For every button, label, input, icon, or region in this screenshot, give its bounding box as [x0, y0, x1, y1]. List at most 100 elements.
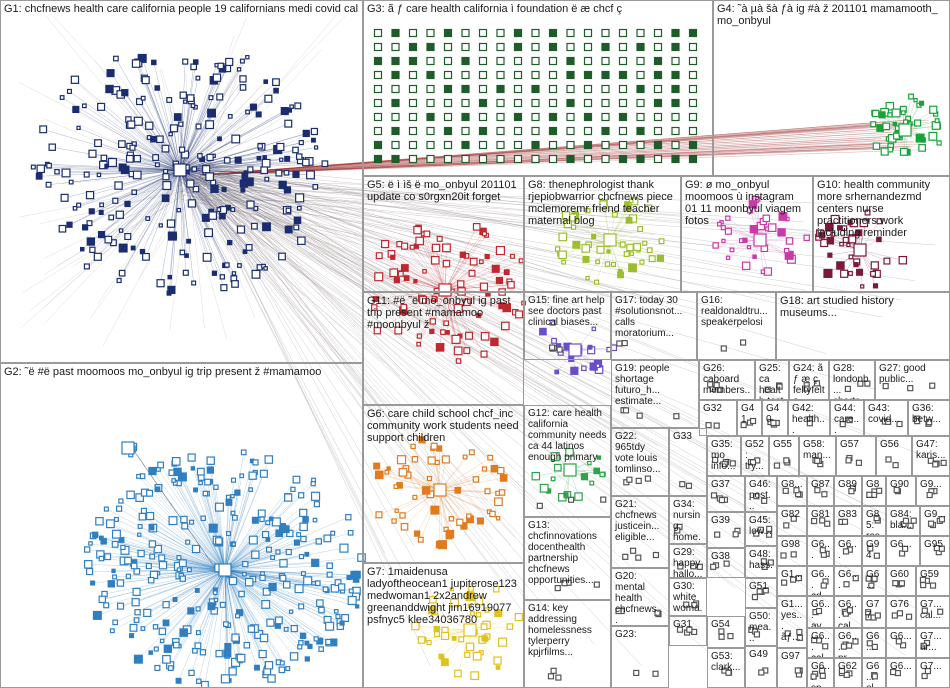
- group-label: G89: [838, 479, 858, 490]
- group-label: G26: caboard members...: [703, 363, 751, 400]
- group-box-g23: G23:: [611, 626, 669, 688]
- group-box-g7: G7: 1maidenusa ladyoftheocean1 jupiteros…: [363, 563, 524, 688]
- group-label: G90: [890, 479, 912, 490]
- group-label: G16: realdonaldtru... speakerpelosi: [701, 295, 772, 328]
- group-box-g77: G77: [862, 596, 886, 628]
- group-box-g42: G42: health...: [788, 400, 830, 436]
- group-box-g28: G28: londonb... charts: [829, 360, 875, 400]
- group-box-g83: G83: [834, 506, 862, 536]
- group-label: G36: betw...: [912, 403, 946, 425]
- group-label: G20: mental health chcfnews...: [615, 571, 665, 626]
- group-box-g57: G57: [836, 436, 876, 476]
- group-label: G82: [781, 509, 803, 520]
- group-box-g8a: G8...: [862, 476, 886, 506]
- group-label: G6... cd...: [811, 569, 830, 596]
- group-label: G8: thenephrologist thank rjepiobwarrior…: [528, 179, 677, 227]
- node: [596, 364, 599, 367]
- group-label: G32: [703, 403, 733, 414]
- group-box-g85: G85: res...: [862, 506, 886, 536]
- group-box-g29: G29: happy hallo...: [669, 544, 707, 578]
- group-box-g30: G30: white woma...: [669, 578, 707, 616]
- group-label: G6... pr...: [838, 631, 858, 658]
- group-label: G19: people shortage futuro_h... estimat…: [615, 363, 695, 407]
- group-label: G8...: [866, 479, 882, 501]
- group-label: G18: art studied history museums...: [780, 295, 946, 319]
- group-label: G50: mea...: [749, 611, 773, 644]
- group-box-g7a: G7... cal...: [916, 596, 950, 628]
- group-label: G54: [711, 619, 741, 630]
- group-label: G2: ˜ë #ë past moomoos mo_onbyul ig trip…: [4, 366, 359, 378]
- group-label: G6... el...: [866, 661, 882, 688]
- group-box-g81: G81: [807, 506, 834, 536]
- group-box-g45: G45: low...: [745, 512, 777, 546]
- group-label: G23:: [615, 629, 665, 640]
- group-label: G15: fine art help see doctors past clin…: [528, 295, 607, 328]
- group-label: G7...: [920, 661, 946, 672]
- group-box-g55: G55: [769, 436, 799, 476]
- group-label: G25: ca health test 50...: [759, 363, 785, 400]
- group-label: G6...: [890, 661, 912, 672]
- group-box-g52: G52: try...: [741, 436, 769, 476]
- group-label: G6... ay...: [811, 599, 830, 628]
- group-box-g39: G39: [707, 512, 745, 548]
- group-box-g26: G26: caboard members...: [699, 360, 755, 400]
- group-label: G84: bla...: [890, 509, 916, 531]
- group-label: G39: [711, 515, 741, 526]
- group-label: G6...: [838, 569, 858, 591]
- group-label: G6...: [838, 539, 858, 561]
- group-label: G83: [838, 509, 858, 520]
- group-box-g5: G5: ë ì ìš ë mo_onbyul 201101 update co …: [363, 176, 524, 292]
- group-box-g6l: G6... cal...: [807, 628, 834, 658]
- group-label: G98: [781, 539, 803, 550]
- group-label: G6...: [866, 569, 882, 591]
- group-label: G40: [766, 403, 784, 425]
- group-label: G6... sp...: [811, 661, 830, 688]
- group-box-g97: G97: [777, 648, 807, 688]
- node: [582, 366, 586, 370]
- group-label: G11: #ë ˜ë mo_onbyul ig past trip presen…: [367, 295, 520, 331]
- group-box-g60: G60: [886, 566, 916, 596]
- group-label: G60: [890, 569, 912, 580]
- node: [555, 370, 559, 374]
- group-box-g6k: G6...: [834, 566, 862, 596]
- group-label: G37: [711, 479, 741, 490]
- group-box-g34: G34: nursing home...: [669, 496, 707, 544]
- group-box-g53: G53: clark...: [707, 648, 745, 688]
- group-box-g98: G98: [777, 536, 807, 566]
- group-label: G30: white woma...: [673, 581, 703, 616]
- group-label: G33: [673, 431, 703, 442]
- group-box-g19: G19: people shortage futuro_h... estimat…: [611, 360, 699, 428]
- group-box-g91: G9...: [916, 476, 950, 506]
- group-label: G55: [773, 439, 795, 450]
- group-box-g6j: G6...: [886, 536, 920, 566]
- group-box-g33: G33: [669, 428, 707, 496]
- group-label: G1... yes... ãƒ...: [781, 599, 803, 643]
- group-box-g89: G89: [834, 476, 862, 506]
- group-label: G77: [866, 599, 882, 621]
- group-label: G81: [811, 509, 830, 520]
- group-label: G7... cal...: [920, 599, 946, 621]
- group-label: G44: care...: [834, 403, 860, 436]
- group-label: G38: [711, 551, 741, 562]
- group-box-g6a: G6... cd...: [807, 566, 834, 596]
- group-box-g6n: G6...: [862, 628, 886, 658]
- group-box-g18: G18: art studied history museums...: [776, 292, 950, 360]
- group-label: G62: [838, 661, 858, 672]
- group-label: G4: ˜à µà šà ƒà ig #à ž 201101 mamamooth…: [717, 3, 946, 27]
- group-box-g27: G27: good public...: [875, 360, 950, 400]
- group-label: G6...: [890, 539, 916, 550]
- group-box-g6i: G6...: [834, 536, 862, 566]
- group-box-g94: G94: [862, 536, 886, 566]
- group-box-g25: G25: ca health test 50...: [755, 360, 789, 400]
- group-box-g7c: G7...: [916, 658, 950, 688]
- group-box-g15: G15: fine art help see doctors past clin…: [524, 292, 611, 360]
- group-box-g87: G87: [807, 476, 834, 506]
- group-box-g1y: G1... yes... ãƒ...: [777, 596, 807, 648]
- group-label: G42: health...: [792, 403, 826, 436]
- group-label: G56: [880, 439, 908, 450]
- group-box-g76: G76: [886, 596, 916, 628]
- group-box-g6b: G6... ay...: [807, 596, 834, 628]
- group-label: G21: chcfnews justicein... eligible...: [615, 499, 665, 543]
- group-label: G95: [924, 539, 946, 550]
- group-box-g62: G62: [834, 658, 862, 688]
